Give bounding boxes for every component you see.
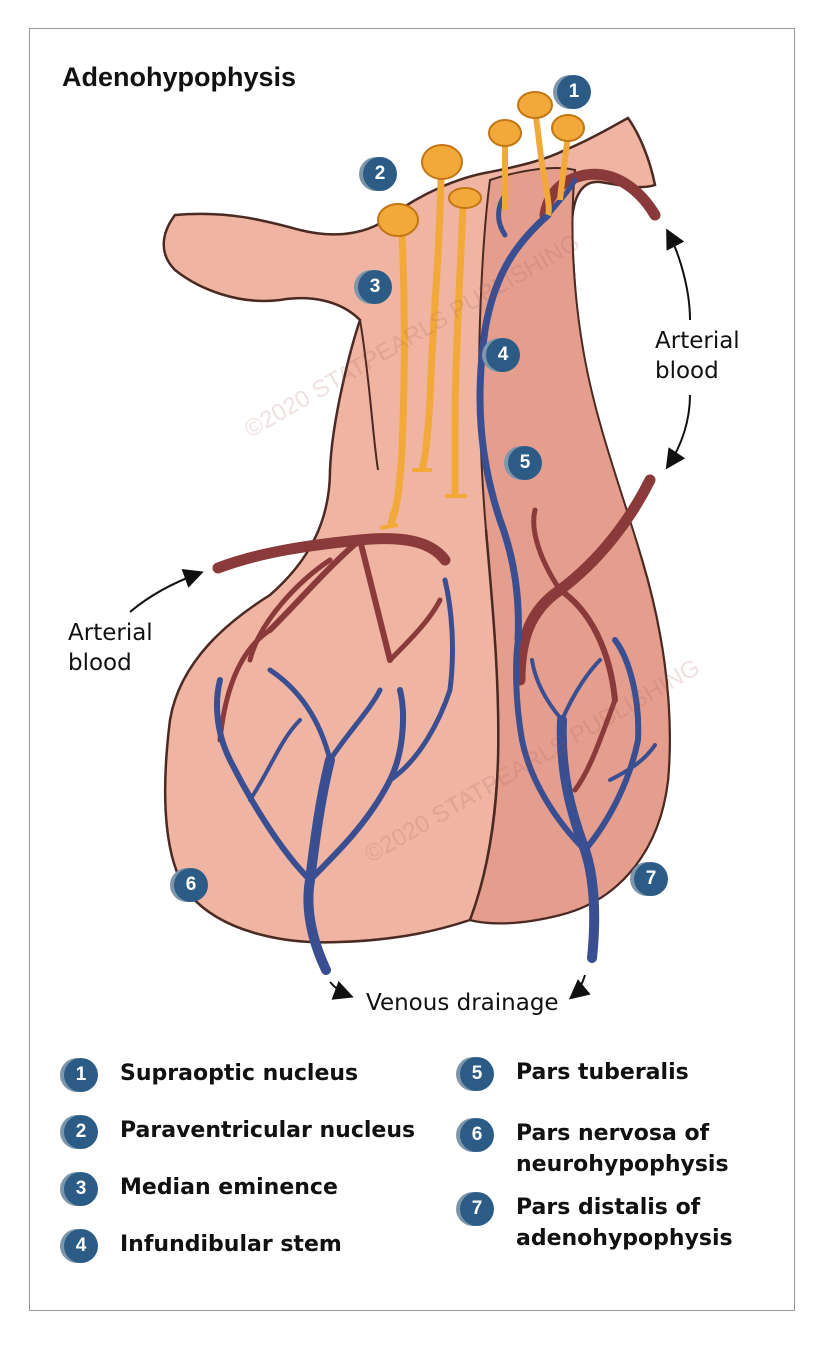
legend-badge-6: 6 [460, 1118, 494, 1152]
vein-stalk [476, 211, 552, 644]
neurons [377, 91, 585, 530]
legend-text-3: Median eminence [120, 1175, 338, 1200]
neuron-paraventricular [377, 144, 482, 530]
legend-text-5: Pars tuberalis [516, 1060, 689, 1085]
lobe-divider [468, 529, 500, 921]
arterial-blood-left-label: Arterial blood [68, 620, 153, 676]
legend-badge-7: 7 [460, 1192, 494, 1226]
legend-text-7: Pars distalis of adenohypophysis [516, 1195, 733, 1251]
legend-item-7: 7 Pars distalis of adenohypophysis [460, 1192, 733, 1254]
marker-3: 3 [358, 270, 392, 304]
neuron-supraoptic [488, 91, 585, 217]
legend-badge-1: 1 [64, 1058, 98, 1092]
marker-6: 6 [174, 868, 208, 902]
legend-text-1: Supraoptic nucleus [120, 1061, 359, 1086]
artery-left [212, 533, 451, 574]
legend-item-3: 3 Median eminence [64, 1172, 338, 1206]
arrows [129, 228, 691, 1000]
legend-item-2: 2 Paraventricular nucleus [64, 1115, 415, 1149]
venous-drainage-label: Venous drainage [366, 990, 559, 1016]
legend-badge-5: 5 [460, 1057, 494, 1091]
legend-badge-3: 3 [64, 1172, 98, 1206]
arrow-arterial-right-down [665, 394, 691, 470]
figure-title: Adenohypophysis [62, 62, 297, 92]
arrow-venous-right [568, 974, 591, 1000]
legend-text-4: Infundibular stem [120, 1232, 342, 1257]
legend-badge-2: 2 [64, 1115, 98, 1149]
legend-item-6: 6 Pars nervosa of neurohypophysis [460, 1118, 729, 1180]
arrow-venous-left [329, 981, 354, 1000]
legend-item-5: 5 Pars tuberalis [460, 1057, 689, 1091]
stalk-boundary [359, 319, 379, 471]
arterial-blood-right-label: Arterial blood [655, 328, 740, 384]
legend-badge-4: 4 [64, 1229, 98, 1263]
marker-5: 5 [508, 446, 542, 480]
legend-text-6: Pars nervosa of neurohypophysis [516, 1121, 729, 1177]
marker-7: 7 [634, 862, 668, 896]
legend-text-2: Paraventricular nucleus [120, 1118, 416, 1143]
marker-1: 1 [557, 75, 591, 109]
legend-item-1: 1 Supraoptic nucleus [64, 1058, 358, 1092]
marker-4: 4 [486, 338, 520, 372]
arrow-arterial-right-up [666, 228, 691, 321]
legend-item-4: 4 Infundibular stem [64, 1229, 342, 1263]
arrow-arterial-left [129, 569, 204, 613]
veins [214, 177, 657, 975]
marker-2: 2 [363, 157, 397, 191]
